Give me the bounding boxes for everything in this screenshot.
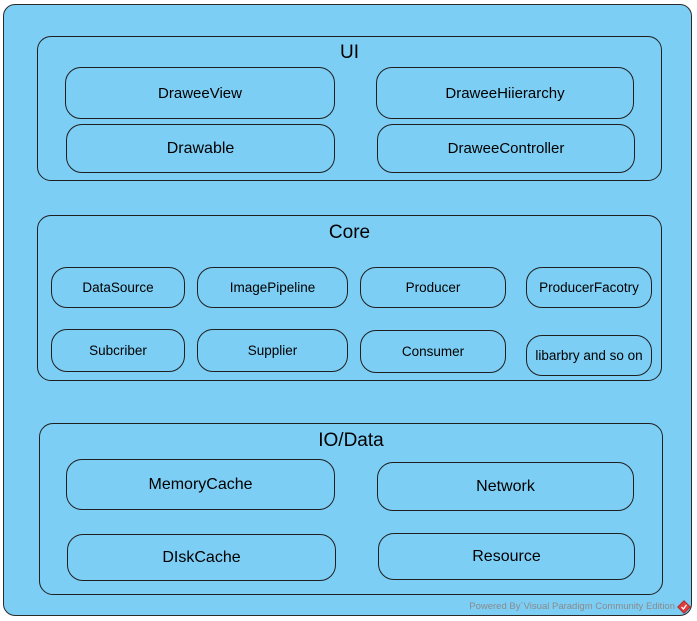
image-pipeline-node: ImagePipeline [197, 267, 348, 308]
drawee-controller-node: DraweeController [377, 124, 635, 173]
producer-node: Producer [360, 267, 506, 308]
io-data-layer-title: IO/Data [318, 430, 384, 451]
subscriber-node: Subcriber [51, 329, 185, 372]
core-layer-title: Core [328, 222, 371, 243]
watermark-text: Powered By´Visual Paradigm Community Edi… [469, 601, 675, 612]
consumer-node: Consumer [360, 330, 506, 373]
supplier-node: Supplier [197, 329, 348, 372]
producer-factory-node: ProducerFacotry [526, 267, 652, 308]
drawable-node: Drawable [66, 124, 335, 173]
network-node: Network [377, 462, 634, 511]
library-node: libarbry and so on [526, 335, 652, 376]
memory-cache-node: MemoryCache [66, 459, 335, 510]
ui-layer-title: UI [340, 42, 359, 63]
data-source-node: DataSource [51, 267, 185, 308]
drawee-view-node: DraweeView [65, 67, 335, 119]
resource-node: Resource [378, 533, 635, 580]
disk-cache-node: DIskCache [67, 534, 336, 581]
visual-paradigm-logo-icon [677, 600, 691, 614]
drawee-hierarchy-node: DraweeHiierarchy [376, 67, 634, 119]
